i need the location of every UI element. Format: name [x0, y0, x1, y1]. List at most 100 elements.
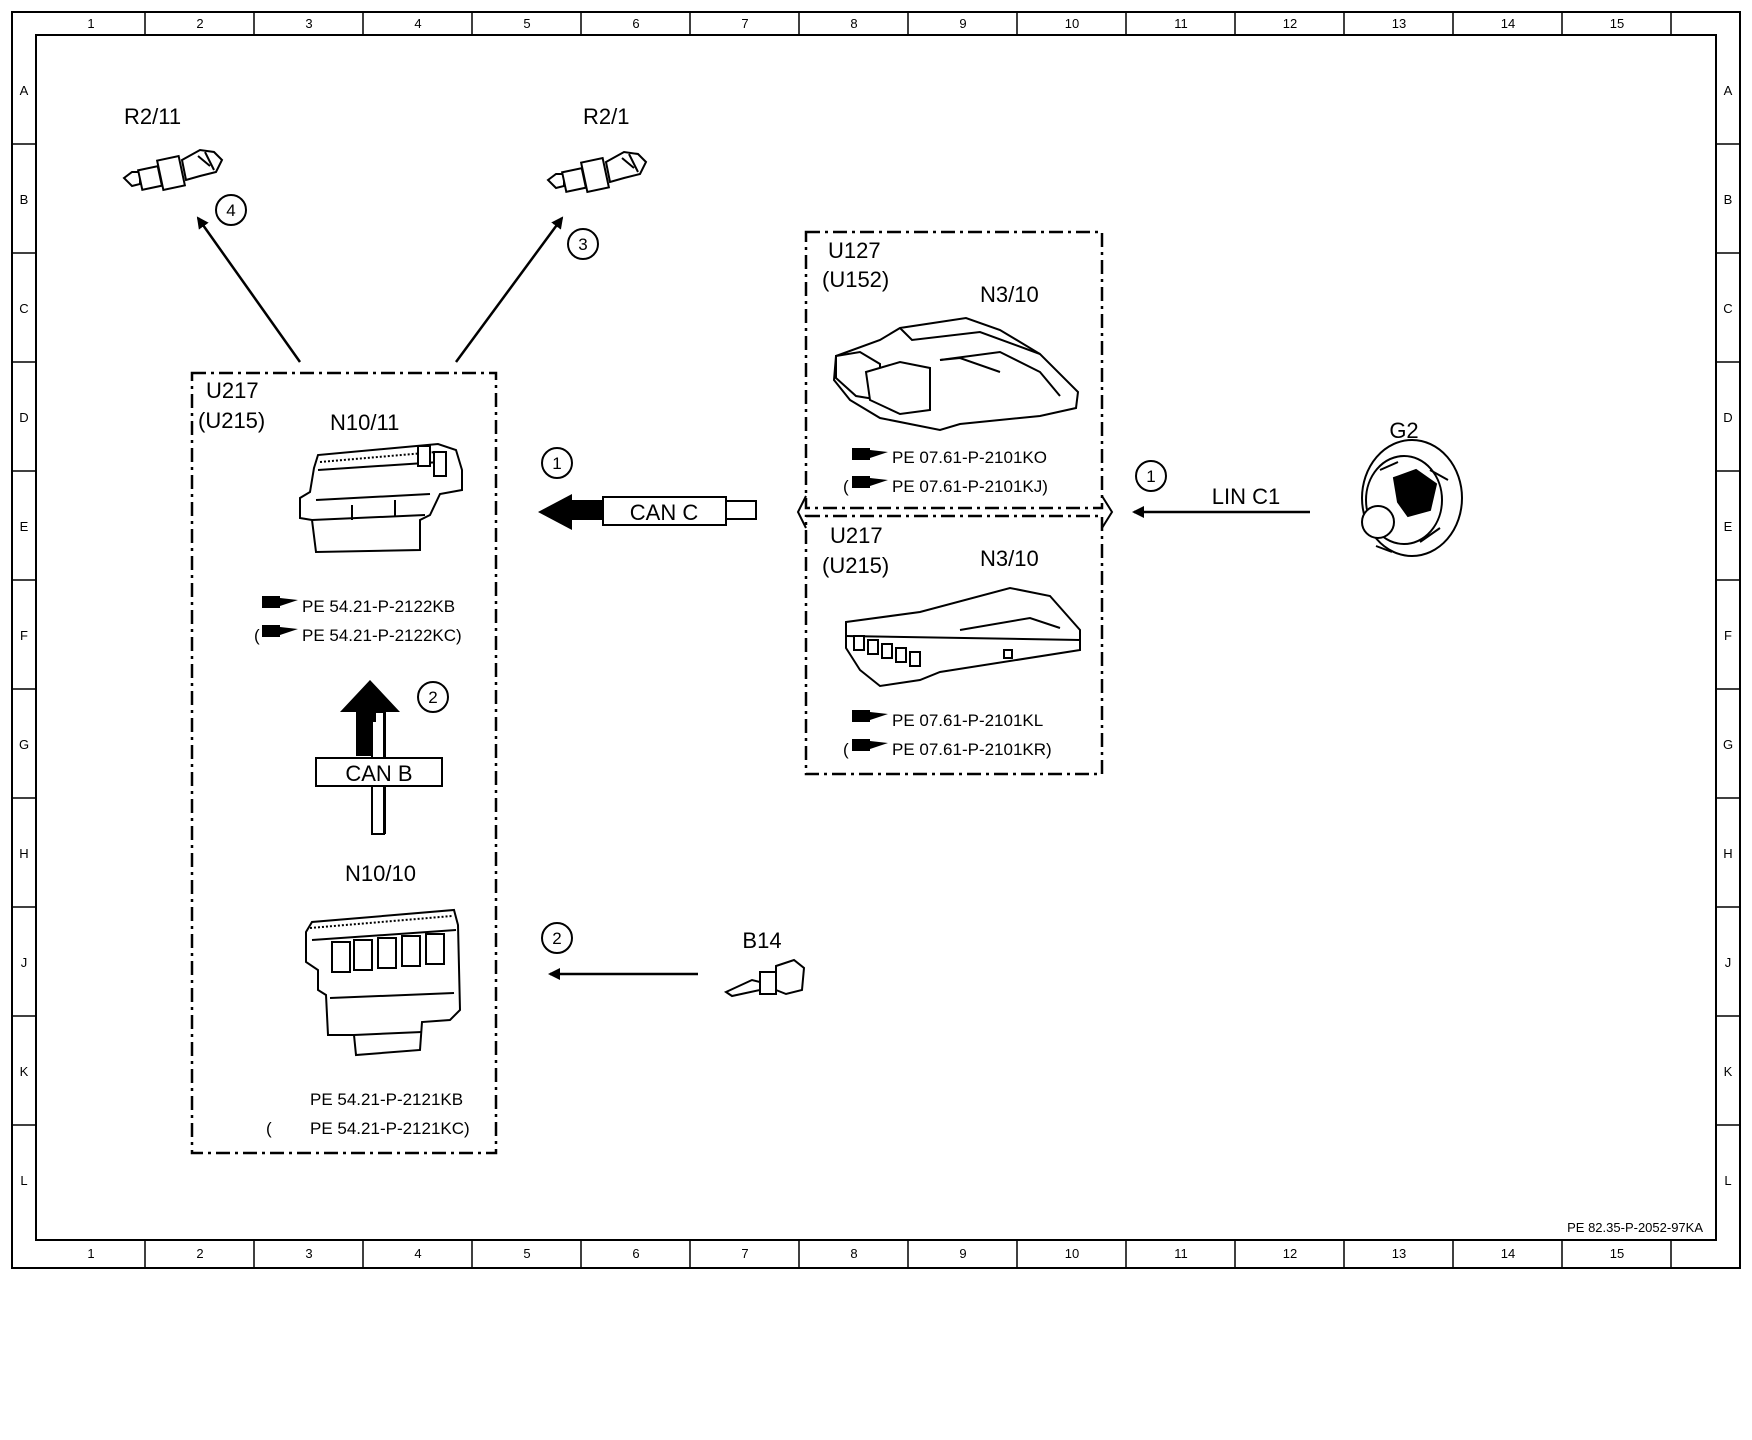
- r2-11-sensor-icon: [122, 148, 224, 192]
- footer-reference: PE 82.35-P-2052-97KA: [1567, 1220, 1703, 1235]
- marker-2-b14: [541, 922, 573, 954]
- column-labels-bottom: 1 2 3 4 5 6 7 8 9 10 11 12 13 14 15: [87, 1246, 1624, 1261]
- n10-10-module-icon: [305, 908, 462, 1057]
- n10-11-ref-a: PE 54.21-P-2122KB: [302, 597, 455, 616]
- col-label: 2: [196, 1246, 203, 1261]
- col-label: 8: [850, 1246, 857, 1261]
- can-c-box: [602, 496, 727, 526]
- marker-3-text: 3: [578, 235, 587, 254]
- n10-11-ref-b: PE 54.21-P-2122KC): [302, 626, 462, 645]
- row-label: E: [20, 519, 29, 534]
- marker-1-lin-c1: [1135, 460, 1167, 492]
- n3-10-top-module-icon: [832, 316, 1080, 432]
- col-label: 5: [523, 16, 530, 31]
- row-label: H: [19, 846, 28, 861]
- r2-1-label: R2/1: [583, 104, 629, 129]
- can-b-label: CAN B: [345, 761, 412, 786]
- row-label: K: [1724, 1064, 1733, 1079]
- row-label: D: [19, 410, 28, 425]
- marker-1-can-c-text: 1: [552, 454, 561, 473]
- n10-10-ref-a: PE 54.21-P-2121KB: [310, 1090, 463, 1109]
- col-label: 3: [305, 1246, 312, 1261]
- row-label: B: [20, 192, 29, 207]
- marker-4: [215, 194, 247, 226]
- col-label: 11: [1174, 16, 1188, 31]
- left-group-model: U217: [206, 378, 259, 403]
- column-dividers: [144, 12, 1672, 1268]
- row-label: E: [1724, 519, 1733, 534]
- row-label: H: [1723, 846, 1732, 861]
- row-label: L: [1724, 1173, 1731, 1188]
- n3-top-ref-icon-b: [852, 476, 888, 488]
- n3-bot-ref-b: PE 07.61-P-2101KR): [892, 740, 1052, 759]
- inner-frame: [35, 34, 1717, 1241]
- col-label: 2: [196, 16, 203, 31]
- n3-top-ref-icon-a: [852, 448, 888, 460]
- n10-11-ref-b-paren: (: [254, 626, 260, 645]
- arrow-to-r2-1: [454, 216, 564, 363]
- n3-top-ref-b-paren: (: [843, 477, 849, 496]
- outer-frame: [11, 11, 1741, 1269]
- col-label: 4: [414, 16, 421, 31]
- row-label: B: [1724, 192, 1733, 207]
- lin-c1-label: LIN C1: [1212, 484, 1280, 509]
- n3-10-bottom-module-icon: [845, 586, 1081, 688]
- right-group-bracket-left: [796, 495, 807, 529]
- row-label: J: [21, 955, 28, 970]
- col-label: 10: [1065, 1246, 1079, 1261]
- col-label: 11: [1174, 1246, 1188, 1261]
- g2-label: G2: [1389, 418, 1418, 443]
- right-bottom-model-alt: (U215): [822, 553, 889, 578]
- col-label: 1: [87, 1246, 94, 1261]
- n10-10-label: N10/10: [345, 861, 416, 886]
- marker-1-can-c: [541, 447, 573, 479]
- marker-2-b14-text: 2: [552, 929, 561, 948]
- b14-label: B14: [742, 928, 781, 953]
- col-label: 5: [523, 1246, 530, 1261]
- n3-10-bottom-label: N3/10: [980, 546, 1039, 571]
- col-label: 10: [1065, 16, 1079, 31]
- col-label: 9: [959, 1246, 966, 1261]
- row-label: F: [20, 628, 28, 643]
- row-label: G: [19, 737, 29, 752]
- col-label: 12: [1283, 1246, 1297, 1261]
- col-label: 13: [1392, 16, 1406, 31]
- row-label: G: [1723, 737, 1733, 752]
- n3-bot-ref-icon-a: [852, 710, 888, 722]
- col-label: 15: [1610, 1246, 1624, 1261]
- right-bottom-group-frame: [804, 514, 1104, 776]
- row-label: C: [1723, 301, 1732, 316]
- column-labels-top: 1 2 3 4 5 6 7 8 9 10 11 12 13 14 15: [87, 16, 1624, 31]
- n10-11-label: N10/11: [330, 410, 399, 435]
- col-label: 4: [414, 1246, 421, 1261]
- right-bottom-model: U217: [830, 523, 883, 548]
- r2-11-label: R2/11: [124, 104, 181, 129]
- row-labels-left: A B C D E F G H J K L: [19, 83, 29, 1188]
- arrow-to-r2-11: [196, 216, 302, 363]
- n3-bot-ref-b-paren: (: [843, 740, 849, 759]
- left-group-frame: [190, 371, 498, 1155]
- n3-bot-ref-a: PE 07.61-P-2101KL: [892, 711, 1043, 730]
- col-label: 7: [741, 16, 748, 31]
- col-label: 6: [632, 1246, 639, 1261]
- row-label: C: [19, 301, 28, 316]
- marker-1-lin-c1-text: 1: [1146, 467, 1155, 486]
- col-label: 6: [632, 16, 639, 31]
- row-labels-right: A B C D E F G H J K L: [1723, 83, 1733, 1188]
- marker-2-can-b: [417, 681, 449, 713]
- right-top-group-frame: [804, 230, 1104, 510]
- n10-10-ref-b-paren: (: [266, 1119, 272, 1138]
- n10-11-ref-icon-b: [262, 625, 298, 637]
- row-label: F: [1724, 628, 1732, 643]
- right-top-model-alt: (U152): [822, 267, 889, 292]
- marker-2-can-b-text: 2: [428, 688, 437, 707]
- col-label: 14: [1501, 1246, 1515, 1261]
- right-top-model: U127: [828, 238, 881, 263]
- row-label: A: [1724, 83, 1733, 98]
- row-dividers: [12, 143, 1740, 1126]
- col-label: 9: [959, 16, 966, 31]
- marker-4-text: 4: [226, 201, 235, 220]
- col-label: 13: [1392, 1246, 1406, 1261]
- n10-10-ref-b: PE 54.21-P-2121KC): [310, 1119, 470, 1138]
- n3-top-ref-a: PE 07.61-P-2101KO: [892, 448, 1047, 467]
